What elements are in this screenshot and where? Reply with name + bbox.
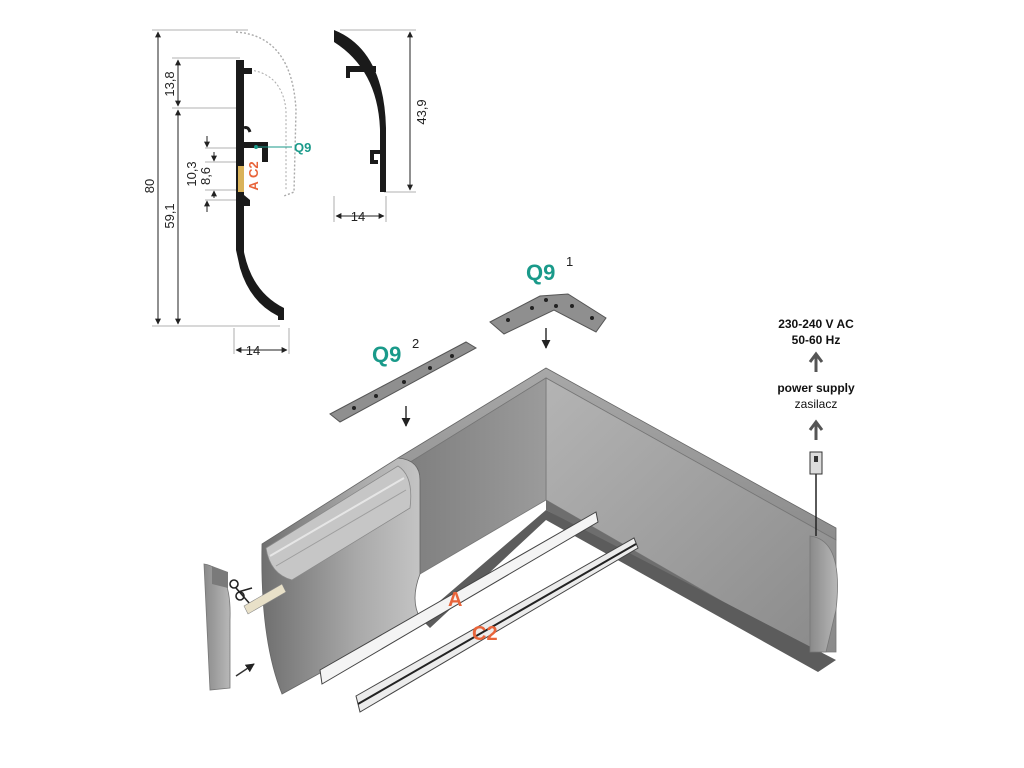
profile-cross-section: 80 13,8 59,1 10,3 8,6 14 Q9 A C2 (142, 29, 311, 358)
dim-height-upper: 13,8 (162, 71, 177, 96)
q9-connector-straight: Q9 2 (329, 336, 478, 427)
led-strip (238, 166, 244, 192)
q9-2-label: Q9 (372, 342, 401, 367)
dim-height-lower: 59,1 (162, 203, 177, 228)
arrow-up-icon (808, 351, 824, 372)
diffuser-outline (235, 31, 297, 197)
end-cap-left (203, 563, 255, 691)
ac2-label: A C2 (246, 161, 261, 190)
arrow-up-icon (808, 419, 824, 440)
cover-body (334, 30, 386, 192)
voltage-label: 230-240 V AC (778, 317, 854, 331)
corner-profile-3d (261, 367, 838, 695)
q9-connector-l: Q9 1 (489, 254, 607, 349)
frequency-label: 50-60 Hz (792, 333, 841, 347)
profile-body (236, 60, 284, 320)
corner-left-arm (403, 377, 547, 575)
dim-height-total: 80 (142, 179, 157, 193)
dim-height-cover: 43,9 (414, 99, 429, 124)
label-a: A (448, 589, 462, 611)
dim-channel-inner: 8,6 (198, 167, 213, 185)
label-c2: C2 (472, 623, 498, 645)
q9-1-label: Q9 (526, 260, 555, 285)
dim-channel-outer: 10,3 (184, 161, 199, 186)
cover-cross-section: 43,9 14 (333, 29, 429, 224)
scissors-icon (229, 579, 253, 605)
q9-pointer-label: Q9 (294, 140, 311, 155)
dim-width-profile: 14 (246, 343, 260, 358)
q9-2-superscript: 2 (412, 336, 419, 351)
led-strip-tail (243, 583, 287, 615)
cover-strip-a: A (319, 511, 599, 685)
end-cap-right (809, 535, 838, 653)
power-supply-label: power supply (777, 381, 855, 395)
zasilacz-label: zasilacz (795, 397, 838, 411)
cover-strip-c2: C2 (355, 537, 639, 713)
power-supply-block: 230-240 V AC 50-60 Hz power supply zasil… (777, 317, 855, 440)
dim-width-cover: 14 (351, 209, 365, 224)
q9-1-superscript: 1 (566, 254, 573, 269)
